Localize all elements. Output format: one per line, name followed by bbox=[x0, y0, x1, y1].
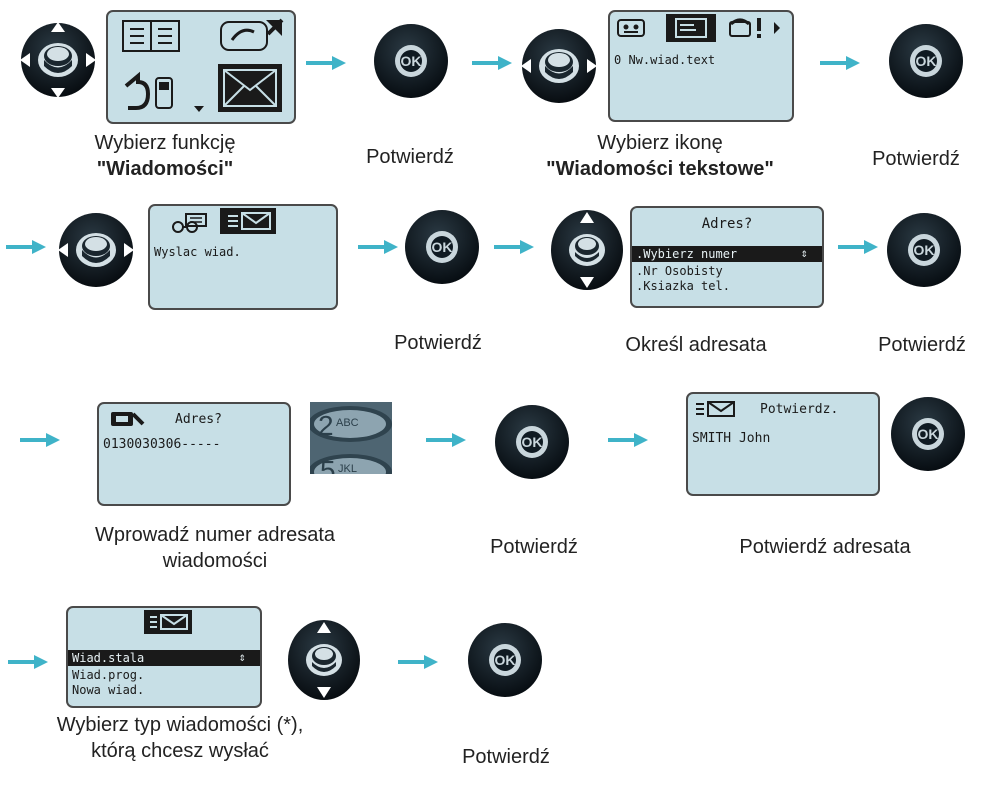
arrow-icon bbox=[472, 56, 512, 70]
step12-caption: Wybierz typ wiadomości (*), którą chcesz… bbox=[56, 714, 304, 762]
step1-caption: Wybierz funkcję "Wiadomości" bbox=[94, 132, 236, 180]
message-type-screen: 0 Nw.wiad.text bbox=[608, 10, 794, 122]
keypad-key-2-letters: ABC bbox=[336, 417, 359, 429]
ok-button[interactable]: OK bbox=[886, 212, 962, 288]
scroll-down-icon bbox=[194, 106, 204, 112]
svg-text:OK: OK bbox=[495, 652, 516, 668]
address-option[interactable]: .Nr Osobisty bbox=[636, 264, 723, 278]
step4-caption: Potwierdź bbox=[872, 148, 960, 170]
step6-caption: Potwierdź bbox=[394, 332, 482, 354]
updown-select-icon: ⇕ bbox=[800, 246, 808, 260]
send-message-screen: Wyslac wiad. bbox=[148, 204, 338, 310]
ok-button[interactable]: OK bbox=[494, 404, 570, 480]
send-text-icon bbox=[694, 400, 738, 421]
contact-phone-icon bbox=[109, 410, 145, 431]
keypad-key-5-digit: 5 bbox=[320, 455, 336, 474]
arrow-icon bbox=[494, 240, 534, 254]
number-entry-title: Adres? bbox=[175, 412, 222, 427]
navigation-up-down-icon bbox=[549, 208, 625, 292]
number-entry-screen: Adres? 0130030306----- bbox=[97, 402, 291, 506]
confirm-title: Potwierdz. bbox=[760, 402, 839, 417]
keypad-key-5-letters: JKL bbox=[338, 463, 357, 474]
step8-caption: Potwierdź bbox=[878, 334, 966, 356]
navigation-left-right-icon bbox=[519, 26, 599, 106]
ok-button[interactable]: OK bbox=[890, 396, 966, 472]
recipient-name: SMITH John bbox=[692, 431, 771, 446]
book-icon bbox=[122, 20, 180, 55]
svg-text:OK: OK bbox=[522, 434, 543, 450]
keypad-icon: 2 ABC 5 JKL bbox=[310, 402, 392, 474]
message-template-screen: Wiad.stala ⇕ Wiad.prog. Nowa wiad. bbox=[66, 606, 262, 708]
step13-caption: Potwierdź bbox=[462, 746, 550, 768]
address-option[interactable]: .Ksiazka tel. bbox=[636, 279, 730, 293]
arrow-icon bbox=[20, 433, 60, 447]
svg-text:OK: OK bbox=[916, 53, 937, 69]
arrow-icon bbox=[426, 433, 466, 447]
text-message-icon-selected bbox=[666, 14, 716, 42]
updown-select-icon: ⇕ bbox=[238, 650, 246, 664]
ok-button[interactable]: OK bbox=[888, 23, 964, 99]
arrow-icon bbox=[838, 240, 878, 254]
arrow-icon bbox=[608, 433, 648, 447]
send-text-icon-selected bbox=[220, 208, 276, 234]
svg-text:OK: OK bbox=[918, 426, 939, 442]
confirm-recipient-screen: Potwierdz. SMITH John bbox=[686, 392, 880, 496]
arrow-icon bbox=[820, 56, 860, 70]
step7-caption: Określ adresata bbox=[625, 334, 767, 356]
phone-alert-icon bbox=[728, 16, 788, 43]
address-choice-screen: Adres? .Wybierz numer ⇕ .Nr Osobisty .Ks… bbox=[630, 206, 824, 308]
svg-text:OK: OK bbox=[432, 239, 453, 255]
arrow-icon bbox=[358, 240, 398, 254]
step3-caption: Wybierz ikonę "Wiadomości tekstowe" bbox=[546, 132, 774, 180]
step11-caption: Potwierdź adresata bbox=[739, 536, 911, 558]
address-title: Adres? bbox=[701, 216, 753, 232]
arrow-icon bbox=[6, 240, 46, 254]
navigation-4way-icon bbox=[18, 20, 98, 100]
svg-text:OK: OK bbox=[914, 242, 935, 258]
address-option-selected[interactable]: .Wybierz numer ⇕ bbox=[632, 246, 822, 262]
back-phone-icon bbox=[122, 71, 178, 115]
navigation-left-right-icon bbox=[56, 210, 136, 290]
menu-screen bbox=[106, 10, 296, 124]
keypad-key-2-digit: 2 bbox=[318, 410, 334, 441]
ok-button[interactable]: OK bbox=[467, 622, 543, 698]
message-count-line: 0 Nw.wiad.text bbox=[614, 53, 716, 67]
send-text-icon-selected bbox=[144, 610, 192, 634]
number-entry-value[interactable]: 0130030306----- bbox=[103, 437, 221, 452]
message-envelope-icon-selected bbox=[218, 64, 282, 112]
arrow-icon bbox=[306, 56, 346, 70]
step10-caption: Potwierdź bbox=[490, 536, 578, 558]
step9-caption: Wprowadź numer adresata wiadomości bbox=[94, 524, 336, 572]
glasses-list-icon bbox=[170, 212, 210, 237]
step2-caption: Potwierdź bbox=[366, 146, 454, 168]
template-option-selected[interactable]: Wiad.stala ⇕ bbox=[68, 650, 260, 666]
template-option[interactable]: Nowa wiad. bbox=[72, 683, 145, 697]
svg-text:OK: OK bbox=[401, 53, 422, 69]
ok-button[interactable]: OK bbox=[373, 23, 449, 99]
call-forward-icon bbox=[220, 18, 284, 55]
send-message-line: Wyslac wiad. bbox=[154, 245, 241, 259]
arrow-icon bbox=[398, 655, 438, 669]
template-option[interactable]: Wiad.prog. bbox=[72, 668, 145, 682]
voice-message-icon bbox=[616, 18, 646, 41]
navigation-up-down-icon bbox=[286, 618, 362, 702]
ok-button[interactable]: OK bbox=[404, 209, 480, 285]
arrow-icon bbox=[8, 655, 48, 669]
